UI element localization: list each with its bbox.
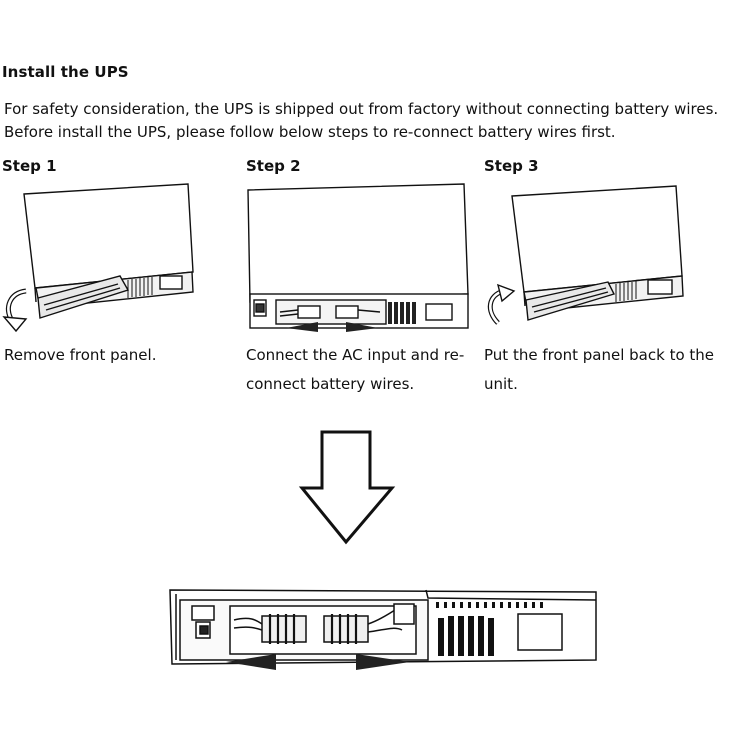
step-2-ups-illustration xyxy=(247,183,469,332)
step-3-ups-illustration xyxy=(511,185,684,321)
intro-line-1: For safety consideration, the UPS is shi… xyxy=(4,100,719,118)
ups-front-view-illustration xyxy=(169,589,597,670)
rotate-arrow-clockwise-icon xyxy=(487,283,516,325)
step-2-caption: Connect the AC input and re-connect batt… xyxy=(246,346,465,393)
step-3-heading: Step 3 xyxy=(484,157,539,175)
step-3-caption: Put the front panel back to the unit. xyxy=(484,346,715,393)
step-1-caption: Remove front panel. xyxy=(4,346,157,364)
intro-line-2: Before install the UPS, please follow be… xyxy=(4,123,616,141)
rotate-arrow-counterclockwise-icon xyxy=(2,288,28,333)
down-arrow-icon xyxy=(298,430,396,545)
step-2-heading: Step 2 xyxy=(246,157,301,175)
step-1-heading: Step 1 xyxy=(2,157,57,175)
step-1-ups-illustration xyxy=(23,183,194,319)
page-title: Install the UPS xyxy=(2,63,129,81)
